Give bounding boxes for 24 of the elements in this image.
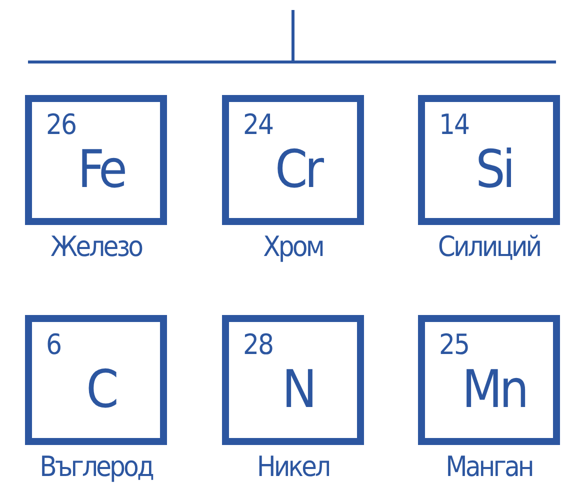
element-tile xyxy=(418,95,560,225)
element-symbol: N xyxy=(281,360,315,420)
element-tile xyxy=(25,315,167,445)
element-name: Никел xyxy=(256,450,330,483)
element-symbol: Mn xyxy=(460,360,528,420)
element-tile xyxy=(222,315,364,445)
element-name: Манган xyxy=(444,450,534,483)
element-tile xyxy=(222,95,364,225)
atomic-number: 24 xyxy=(243,108,274,141)
element-symbol: C xyxy=(85,360,118,420)
element-symbol: Fe xyxy=(76,140,126,200)
element-name: Силиций xyxy=(436,230,542,263)
atomic-number: 6 xyxy=(46,328,62,361)
element-symbol: Si xyxy=(474,140,514,200)
element-name: Въглерод xyxy=(38,450,154,483)
element-tile xyxy=(418,315,560,445)
atomic-number: 25 xyxy=(439,328,470,361)
atomic-number: 14 xyxy=(439,108,470,141)
element-symbol: Cr xyxy=(274,140,323,200)
element-name: Хром xyxy=(262,230,324,263)
element-tile xyxy=(25,95,167,225)
atomic-number: 26 xyxy=(46,108,76,141)
element-name: Железо xyxy=(49,230,144,263)
atomic-number: 28 xyxy=(243,328,274,361)
